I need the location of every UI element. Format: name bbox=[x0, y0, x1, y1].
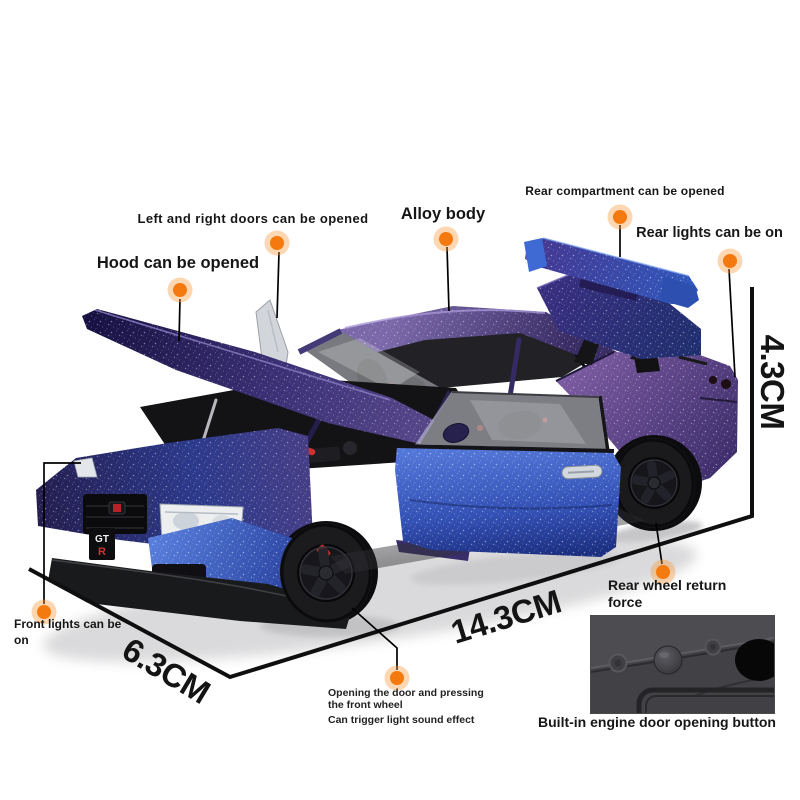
svg-text:R: R bbox=[98, 546, 106, 558]
front-lights-pointer-line bbox=[43, 462, 81, 604]
rear-wheel bbox=[612, 438, 696, 528]
alloy-marker-dot bbox=[433, 226, 459, 252]
pointer-lines bbox=[43, 225, 736, 670]
wing-endplate-right bbox=[660, 276, 699, 308]
alloy-pointer-line bbox=[446, 246, 450, 312]
rear-compartment-marker-dot bbox=[607, 204, 633, 230]
rear-lights-pointer-line bbox=[728, 268, 736, 378]
dimension-lines bbox=[28, 287, 754, 680]
rear-lights-label: Rear lights can be on bbox=[636, 225, 783, 241]
front-wheel bbox=[279, 523, 373, 623]
engine-door-button bbox=[653, 645, 683, 675]
roof bbox=[337, 306, 617, 363]
marker-dots bbox=[31, 204, 743, 691]
hood-marker-dot bbox=[167, 277, 193, 303]
doors-label: Left and right doors can be opened bbox=[137, 211, 369, 226]
rear-lights-marker-dot bbox=[717, 248, 743, 274]
doors-pointer-line bbox=[276, 251, 280, 319]
built-in-button-label: Built-in engine door opening button bbox=[538, 714, 776, 730]
door-sound-line1: Opening the door and pressing the front … bbox=[328, 687, 484, 712]
front-lights-label: Front lights can be on bbox=[14, 617, 122, 647]
height-dimension-label: 4.3CM bbox=[754, 334, 791, 430]
hood-label: Hood can be opened bbox=[96, 254, 260, 272]
rear-wheel-marker-dot bbox=[650, 559, 676, 585]
door-sound-marker-dot bbox=[384, 665, 410, 691]
door-sound-pointer-line bbox=[351, 607, 398, 670]
hood-pointer-line bbox=[178, 298, 181, 342]
door-mirror bbox=[442, 423, 470, 443]
gtr-grille-emblem bbox=[113, 504, 121, 512]
alloy-body-label: Alloy body bbox=[400, 205, 486, 223]
near-door-open bbox=[395, 391, 621, 557]
rear-wheel-label: Rear wheel return force bbox=[608, 577, 727, 610]
hood-prop-rod bbox=[201, 398, 218, 443]
front-fascia: GT R bbox=[48, 457, 352, 629]
chassis-closeup bbox=[591, 616, 774, 713]
wing-endplate-left bbox=[524, 238, 547, 272]
inset-chassis-photo bbox=[590, 615, 775, 714]
doors-marker-dot bbox=[264, 230, 290, 256]
hood-open bbox=[82, 309, 449, 447]
model-car: GT R bbox=[36, 237, 738, 629]
front-splitter bbox=[48, 558, 352, 629]
gtr-badge: GT R bbox=[89, 528, 115, 560]
rear-compartment-label: Rear compartment can be opened bbox=[525, 184, 725, 198]
door-sound-label: Opening the door and pressing the front … bbox=[328, 687, 486, 727]
chassis-hole bbox=[735, 639, 774, 681]
rear-wing bbox=[524, 237, 699, 308]
rear-wheel-pointer-line bbox=[655, 522, 663, 565]
tail-light bbox=[721, 379, 731, 389]
chassis-groove bbox=[636, 687, 774, 713]
door-handle bbox=[561, 464, 603, 480]
svg-text:GT: GT bbox=[95, 534, 109, 545]
door-sound-line2: Can trigger light sound effect bbox=[328, 714, 475, 727]
front-lights-marker-dot bbox=[31, 599, 57, 625]
